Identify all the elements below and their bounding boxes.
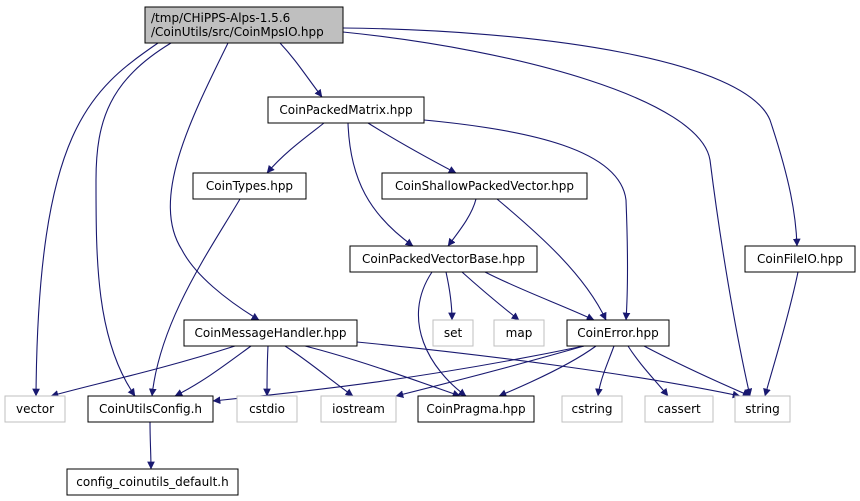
edge-error-to-iostream: [395, 345, 585, 398]
node-configdefault[interactable]: config_coinutils_default.h: [66, 468, 239, 496]
edge-root-to-matrix: [279, 42, 323, 98]
edge-matrix-to-shallow: [367, 122, 457, 174]
node-box: [566, 319, 670, 347]
edge-error-to-cstring: [595, 345, 615, 397]
node-box: [432, 319, 474, 347]
edge-msghandler-to-cstdio: [263, 345, 271, 397]
edge-vecbase-to-pragma: [417, 271, 467, 397]
node-label: /CoinUtils/src/CoinMpsIO.hpp: [151, 25, 324, 39]
edge-matrix-to-error: [423, 119, 631, 321]
edge-matrix-to-vecbase: [347, 122, 414, 247]
node-cassert[interactable]: cassert: [644, 395, 714, 423]
edge-msghandler-to-config: [174, 345, 252, 397]
node-label: vector: [16, 402, 54, 416]
node-label: CoinFileIO.hpp: [757, 252, 843, 266]
edge-shallow-to-error: [496, 198, 607, 321]
node-label: CoinMessageHandler.hpp: [194, 326, 346, 340]
edge-vecbase-to-error: [484, 271, 595, 321]
node-label: CoinPackedMatrix.hpp: [279, 103, 412, 117]
node-label: CoinUtilsConfig.h: [99, 402, 202, 416]
node-box: [734, 395, 791, 423]
node-box: [192, 172, 307, 200]
node-box: [561, 395, 623, 423]
node-label: CoinPackedVectorBase.hpp: [362, 252, 525, 266]
node-label: CoinShallowPackedVector.hpp: [395, 179, 574, 193]
edges: [32, 27, 801, 470]
node-box: [267, 96, 425, 124]
edge-error-to-pragma: [498, 345, 597, 397]
node-label: CoinError.hpp: [577, 326, 658, 340]
node-box: [4, 395, 66, 423]
node-set[interactable]: set: [432, 319, 474, 347]
edge-fileio-to-string: [763, 271, 799, 397]
node-map[interactable]: map: [493, 319, 545, 347]
edge-root-to-vector: [32, 42, 159, 397]
edge-error-to-config: [212, 345, 585, 405]
node-box: [744, 245, 856, 273]
node-label: map: [506, 326, 533, 340]
node-label: CoinPragma.hpp: [426, 402, 525, 416]
node-string[interactable]: string: [734, 395, 791, 423]
node-error[interactable]: CoinError.hpp: [566, 319, 670, 347]
node-box: [236, 395, 298, 423]
edge-error-to-cassert: [627, 345, 669, 397]
edge-root-to-fileio: [342, 27, 801, 247]
node-label: iostream: [332, 402, 385, 416]
node-label: cstring: [571, 402, 612, 416]
node-label: config_coinutils_default.h: [76, 475, 228, 489]
node-pragma[interactable]: CoinPragma.hpp: [417, 395, 535, 423]
node-label: string: [745, 402, 779, 416]
node-box: [493, 319, 545, 347]
edge-msghandler-to-iostream: [284, 345, 354, 397]
node-box: [87, 395, 214, 423]
node-shallow[interactable]: CoinShallowPackedVector.hpp: [381, 172, 588, 200]
edge-root-to-config: [95, 42, 172, 397]
node-label: CoinTypes.hpp: [206, 179, 293, 193]
edge-msghandler-to-vector: [50, 345, 236, 398]
edge-config-to-configdefault: [147, 421, 155, 470]
edge-msghandler-to-pragma: [304, 345, 461, 398]
node-matrix[interactable]: CoinPackedMatrix.hpp: [267, 96, 425, 124]
node-config[interactable]: CoinUtilsConfig.h: [87, 395, 214, 423]
edge-vecbase-to-map: [461, 271, 520, 321]
node-label: cassert: [657, 402, 701, 416]
node-box: [349, 245, 538, 273]
edge-error-to-string: [643, 345, 751, 397]
node-root[interactable]: /tmp/CHiPPS-Alps-1.5.6/CoinUtils/src/Coi…: [144, 6, 344, 44]
node-msghandler[interactable]: CoinMessageHandler.hpp: [183, 319, 358, 347]
edge-vecbase-to-set: [445, 271, 456, 321]
edge-root-to-string: [342, 31, 753, 397]
nodes: /tmp/CHiPPS-Alps-1.5.6/CoinUtils/src/Coi…: [4, 6, 856, 496]
node-label: set: [444, 326, 463, 340]
node-label: cstdio: [249, 402, 285, 416]
edge-shallow-to-vecbase: [447, 198, 477, 247]
node-fileio[interactable]: CoinFileIO.hpp: [744, 245, 856, 273]
node-iostream[interactable]: iostream: [320, 395, 397, 423]
node-box: [644, 395, 714, 423]
node-cstring[interactable]: cstring: [561, 395, 623, 423]
node-box: [381, 172, 588, 200]
node-box: [417, 395, 535, 423]
node-box: [183, 319, 358, 347]
node-box: [144, 6, 344, 44]
node-box: [320, 395, 397, 423]
edge-matrix-to-types: [266, 122, 325, 174]
node-label: /tmp/CHiPPS-Alps-1.5.6: [151, 11, 290, 25]
edge-msghandler-to-string: [356, 341, 741, 399]
node-vector[interactable]: vector: [4, 395, 66, 423]
node-types[interactable]: CoinTypes.hpp: [192, 172, 307, 200]
node-vecbase[interactable]: CoinPackedVectorBase.hpp: [349, 245, 538, 273]
node-cstdio[interactable]: cstdio: [236, 395, 298, 423]
node-box: [66, 468, 239, 496]
edge-root-to-msghandler: [169, 42, 260, 321]
